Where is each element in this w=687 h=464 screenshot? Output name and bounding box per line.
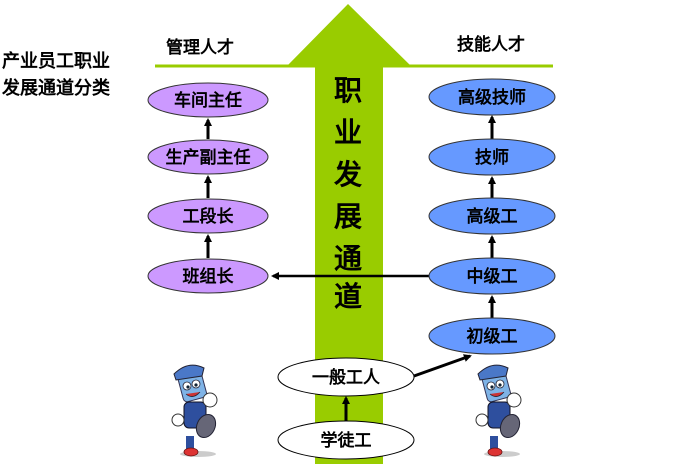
svg-text:初级工: 初级工 [467,326,518,347]
skill-node-senior-technician[interactable]: 高级技师 [428,78,556,116]
center-arrow-label: 职 业 发 展 通 道 [333,74,362,313]
promotion-arrow [413,354,472,378]
management-node-deputy-director[interactable]: 生产副主任 [147,139,269,175]
arrow-char: 通 [334,242,362,275]
entry-node-apprentice[interactable]: 学徒工 [277,420,415,460]
skill-node-technician[interactable]: 技师 [428,138,556,176]
worker-mascot-icon [475,364,522,457]
svg-text:技师: 技师 [475,147,509,168]
management-node-workshop-director[interactable]: 车间主任 [147,82,269,118]
svg-text:生产副主任: 生产副主任 [166,147,251,168]
management-node-team-leader[interactable]: 班组长 [147,258,269,294]
arrow-char: 职 [334,74,362,107]
arrow-char: 发 [333,158,362,191]
side-title-line1: 产业员工职业 [2,51,110,72]
skill-node-junior-worker[interactable]: 初级工 [428,317,556,355]
arrow-char: 道 [334,280,362,313]
center-up-arrow [287,4,411,464]
side-title: 产业员工职业 发展通道分类 [2,48,110,102]
svg-text:车间主任: 车间主任 [174,90,242,111]
arrow-char: 业 [334,116,362,149]
entry-node-general-worker[interactable]: 一般工人 [277,357,415,397]
svg-text:一般工人: 一般工人 [312,367,381,388]
arrow-char: 展 [334,200,362,233]
management-node-section-chief[interactable]: 工段长 [147,198,269,234]
skill-node-senior-worker[interactable]: 高级工 [428,197,556,235]
svg-text:高级工: 高级工 [467,206,518,227]
svg-text:学徒工: 学徒工 [321,430,372,451]
management-column-title: 管理人才 [166,38,234,58]
svg-text:班组长: 班组长 [183,266,235,287]
svg-text:中级工: 中级工 [467,266,518,287]
side-title-line2: 发展通道分类 [2,78,110,99]
worker-mascot-icon [171,364,218,457]
svg-text:工段长: 工段长 [183,206,235,227]
svg-text:高级技师: 高级技师 [458,87,526,108]
skill-column-title: 技能人才 [457,35,525,55]
skill-node-intermediate-worker[interactable]: 中级工 [428,257,556,295]
